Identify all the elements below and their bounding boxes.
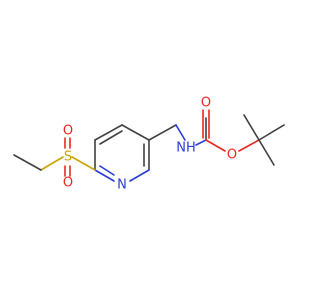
bond-ring-s — [71, 156, 96, 171]
bond-s-ch2 — [40, 156, 64, 171]
atom-s-sulfonyl: S — [64, 150, 72, 165]
bond-ch2-nh — [175, 124, 186, 141]
bond-ring-c3-c4 — [121, 124, 150, 141]
bond-ring-n-c6-inner — [99, 165, 115, 176]
carbamate-chain — [148, 109, 285, 166]
bond-tbu-down — [258, 139, 275, 166]
bond-tbu-right — [258, 124, 285, 141]
bond-ring-c5-n — [129, 169, 150, 182]
atom-n-pyridine: N — [117, 178, 127, 193]
pyridine-ring — [94, 124, 150, 182]
atom-nh: NH — [176, 141, 196, 156]
bond-nh-carbonyl — [195, 139, 207, 146]
bond-ring-n-c6 — [94, 169, 115, 182]
atom-o-ester: O — [227, 148, 237, 163]
ethylsulfonyl-group — [13, 137, 96, 177]
bond-o-tbu — [238, 139, 260, 152]
bond-tbu-up — [243, 114, 260, 141]
atom-o-sulfonyl-top: O — [63, 124, 73, 139]
atom-labels: O O NH N S O O — [63, 96, 237, 193]
atom-o-carbonyl: O — [201, 96, 211, 111]
molecule-structure: O O NH N S O O — [13, 96, 285, 193]
atom-o-sulfonyl-bottom: O — [63, 176, 73, 191]
bond-ring-c1-c2-inner — [99, 130, 123, 145]
bond-c-o-ester — [205, 139, 226, 152]
bond-ring-c1-c2 — [94, 124, 123, 141]
bond-ethyl — [13, 154, 42, 171]
bond-ring-ch2 — [148, 124, 177, 141]
